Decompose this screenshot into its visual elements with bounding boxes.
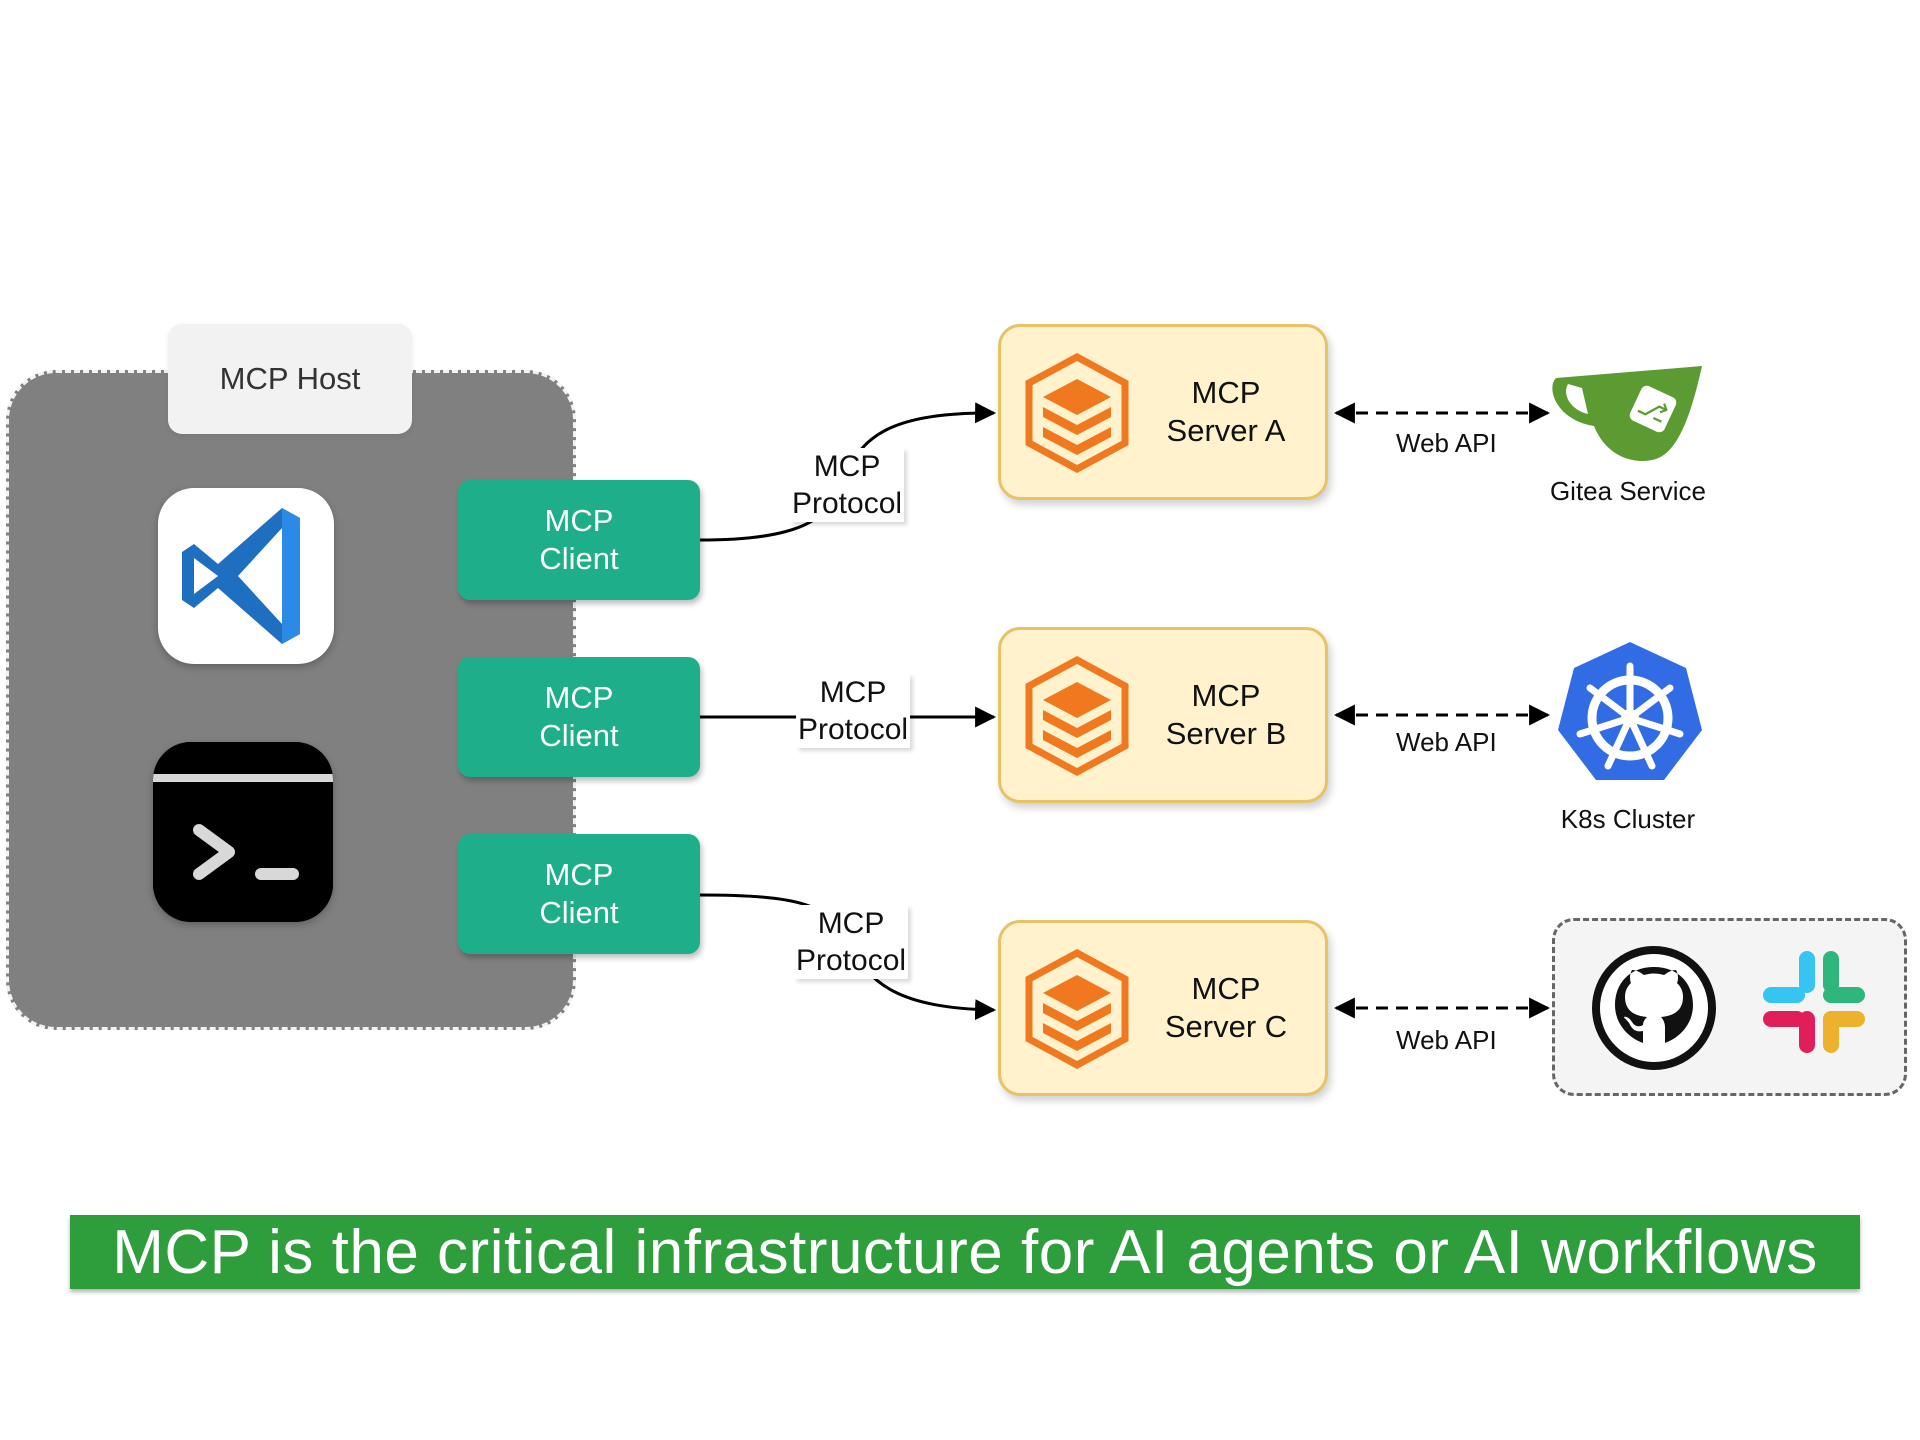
terminal-icon — [153, 742, 333, 922]
mcp-client-2[interactable]: MCP Client — [458, 657, 700, 777]
mcp-server-b[interactable]: MCP Server B — [998, 627, 1328, 803]
gitea-icon: ⎇ — [1552, 366, 1702, 461]
server-stack-icon — [1025, 949, 1129, 1069]
mcp-server-a[interactable]: MCP Server A — [998, 324, 1328, 500]
kubernetes-icon — [1558, 642, 1702, 780]
web-api-label-a: Web API — [1396, 428, 1497, 458]
vscode-icon — [158, 488, 334, 664]
gitea-service-label: Gitea Service — [1549, 476, 1707, 506]
external-services-group — [1552, 918, 1907, 1096]
mcp-host-label: MCP Host — [168, 324, 412, 434]
k8s-cluster-label: K8s Cluster — [1560, 804, 1696, 834]
mcp-client-1[interactable]: MCP Client — [458, 480, 700, 600]
slack-icon — [1763, 951, 1865, 1053]
github-icon — [1592, 946, 1716, 1070]
protocol-label-b: MCP Protocol — [796, 674, 911, 748]
mcp-client-3[interactable]: MCP Client — [458, 834, 700, 954]
server-label: MCP Server C — [1164, 971, 1288, 1044]
protocol-label-a: MCP Protocol — [790, 448, 905, 522]
server-stack-icon — [1025, 656, 1129, 776]
protocol-label-c: MCP Protocol — [794, 905, 909, 979]
web-api-label-c: Web API — [1396, 1025, 1497, 1055]
server-label: MCP Server B — [1165, 678, 1287, 751]
web-api-label-b: Web API — [1396, 727, 1497, 757]
caption-banner: MCP is the critical infrastructure for A… — [70, 1215, 1860, 1289]
server-stack-icon — [1025, 353, 1129, 473]
server-label: MCP Server A — [1166, 375, 1286, 448]
mcp-server-c[interactable]: MCP Server C — [998, 920, 1328, 1096]
